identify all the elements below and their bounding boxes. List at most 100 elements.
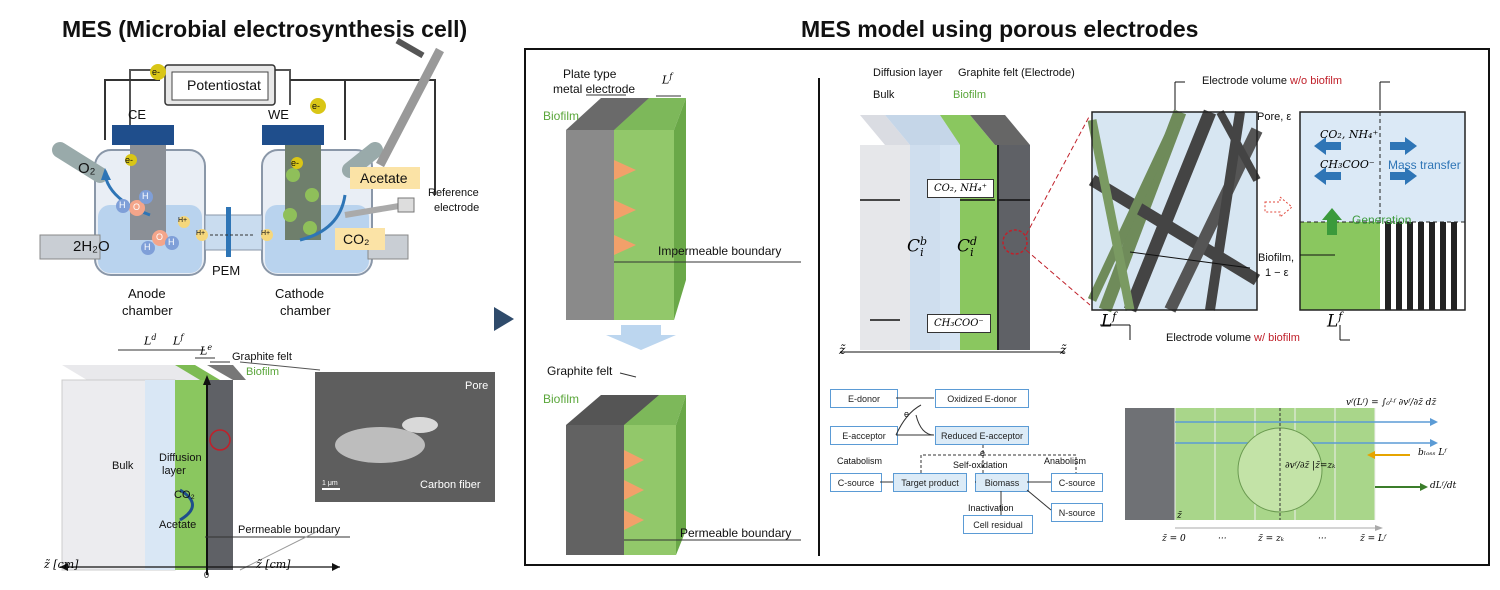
- ce-label: CE: [128, 107, 147, 122]
- scale-bar-label: 1 μm: [322, 480, 338, 487]
- h-label-4: H: [168, 237, 175, 247]
- co2-tag: CO₂: [343, 231, 370, 247]
- electron-label-1: e-: [152, 67, 161, 77]
- right-panel-title: MES model using porous electrodes: [801, 16, 1199, 42]
- axis-origin-label: 0: [204, 570, 210, 580]
- flow-e-label: e: [904, 409, 910, 419]
- cell-residual-box: Cell residual: [963, 515, 1033, 534]
- inactivation-label: Inactivation: [968, 503, 1014, 513]
- z-axis-left-label: z̃: [839, 343, 846, 357]
- electron-label-4: e-: [291, 158, 300, 168]
- o2-label: O₂: [78, 160, 96, 177]
- anode-label-2: chamber: [122, 303, 173, 318]
- ch3coo-label: CH₃COO⁻: [927, 314, 991, 333]
- oxidized-e-donor-box: Oxidized E-donor: [935, 389, 1029, 408]
- co2-nh4-zoom-label: CO₂, NH₄⁺: [1320, 128, 1379, 141]
- generation-label: Generation: [1352, 213, 1412, 227]
- h-plus-1: H+: [178, 217, 188, 224]
- acetate-tag: Acetate: [360, 170, 408, 186]
- tick-z0: z̃ = 0: [1162, 534, 1186, 544]
- biofilm-frac-label-1: Biofilm,: [1258, 252, 1295, 264]
- we-label: WE: [268, 107, 289, 122]
- ch3coo-zoom-label: CH₃COO⁻: [1320, 158, 1375, 171]
- mass-transfer-label: Mass transfer: [1388, 158, 1461, 172]
- bulk-label-left: Bulk: [112, 460, 134, 472]
- h2o-label: 2H₂O: [73, 238, 110, 255]
- electrode-w-biofilm-label: Electrode volume w/ biofilm: [1166, 332, 1300, 344]
- co2-nh4-label: CO₂, NH₄⁺: [927, 179, 994, 198]
- bloss-label: bₗₒₛₛ Lᶠ: [1418, 448, 1447, 458]
- z-axis-right-label: z̃: [1060, 343, 1067, 357]
- self-oxidation-label: Self-oxidation: [953, 460, 1008, 470]
- tick-zlf: z̃ = Lᶠ: [1360, 534, 1387, 544]
- reduced-e-acceptor-box: Reduced E-acceptor: [935, 426, 1029, 445]
- pore-epsilon-label: Pore, ε: [1257, 111, 1292, 123]
- anabolism-label: Anabolism: [1044, 456, 1087, 466]
- cid-label: Cdi: [957, 235, 978, 260]
- permeable-boundary-label-left: Permeable boundary: [238, 524, 341, 536]
- cathode-label-1: Cathode: [275, 286, 325, 301]
- plate-label-1: Plate type: [563, 67, 617, 81]
- mes-cell-schematic: [39, 37, 444, 276]
- le-label: Le: [200, 343, 213, 358]
- reference-electrode-label-1: Reference: [428, 187, 479, 199]
- impermeable-boundary-label: Impermeable boundary: [658, 244, 782, 258]
- cathode-label-2: chamber: [280, 303, 331, 318]
- dldt-label: dLᶠ/dt: [1430, 481, 1457, 491]
- partial-derivative-label: ∂vᶠ/∂z̃ |z̃=zₖ: [1285, 461, 1336, 471]
- bulk-label-right: Bulk: [873, 89, 895, 101]
- flow-e2-label: e: [980, 448, 986, 458]
- h-label-2: H: [142, 191, 149, 201]
- tick-dots-1: ···: [1218, 534, 1227, 544]
- h-plus-3: H+: [261, 230, 271, 237]
- anode-label-1: Anode: [128, 286, 166, 301]
- tick-dots-2: ···: [1318, 534, 1327, 544]
- velocity-formula: vᶠ(Lᶠ) = ∫₀ᴸᶠ ∂vᶠ/∂z̃ dz̃: [1346, 398, 1437, 408]
- plate-electrode-diagrams: [566, 94, 801, 555]
- o-label-1: O: [133, 202, 141, 212]
- c-source-box-2: C-source: [1051, 473, 1103, 492]
- diffusion-layer-label: Diffusion layer: [873, 67, 943, 79]
- permeable-boundary-label-plate: Permeable boundary: [680, 526, 792, 540]
- carbon-fiber-label: Carbon fiber: [420, 479, 481, 491]
- electrode-wo-biofilm-label: Electrode volume w/o biofilm: [1202, 75, 1343, 87]
- biofilm-label-plate: Biofilm: [543, 109, 580, 123]
- tick-zk: z̃ = zₖ: [1258, 534, 1285, 544]
- acetate-lower-label: Acetate: [159, 519, 197, 531]
- lf-label-left: Lf: [173, 333, 184, 348]
- graphite-felt-electrode-label: Graphite felt (Electrode): [958, 67, 1075, 79]
- pore-label-sem: Pore: [465, 380, 489, 392]
- ld-label: Ld: [144, 333, 157, 348]
- h-plus-2: H+: [196, 230, 206, 237]
- h-label-3: H: [144, 242, 151, 252]
- right-panel-frame: [524, 48, 1490, 566]
- diffusion-label-2: layer: [162, 465, 186, 477]
- h-label-1: H: [119, 200, 126, 210]
- lf-zoom-label: Lf: [1101, 310, 1117, 332]
- biofilm-label-plate-2: Biofilm: [543, 392, 580, 406]
- diffusion-label-1: Diffusion: [159, 452, 202, 464]
- catabolism-label: Catabolism: [837, 456, 883, 466]
- velocity-diagram: [1125, 408, 1438, 531]
- cib-label: Cbi: [907, 235, 928, 260]
- graphite-felt-label-left: Graphite felt: [232, 351, 292, 363]
- biofilm-frac-label-2: 1 − ε: [1265, 267, 1289, 279]
- plate-label-2: metal electrode: [553, 82, 636, 96]
- velocity-z-axis-label: z̃: [1177, 511, 1182, 521]
- electron-label-2: e-: [312, 101, 321, 111]
- potentiostat-label: Potentiostat: [187, 77, 261, 93]
- biofilm-label-left: Biofilm: [246, 366, 280, 378]
- axis-right-label: z̃ [cm]: [256, 558, 291, 571]
- n-source-box: N-source: [1051, 503, 1103, 522]
- lf-zoom2-label: Lf: [1327, 310, 1343, 332]
- target-product-box: Target product: [893, 473, 967, 492]
- reference-electrode-label-2: electrode: [434, 202, 480, 214]
- right-panel-divider: [818, 78, 820, 556]
- biofilm-label-right: Biofilm: [953, 89, 987, 101]
- co2-lower-label: CO₂: [174, 489, 195, 501]
- e-donor-box: E-donor: [830, 389, 898, 408]
- panel-arrow-icon: [494, 307, 514, 331]
- electron-label-3: e-: [125, 155, 134, 165]
- left-panel-title: MES (Microbial electrosynthesis cell): [62, 16, 468, 42]
- pem-label: PEM: [212, 263, 241, 278]
